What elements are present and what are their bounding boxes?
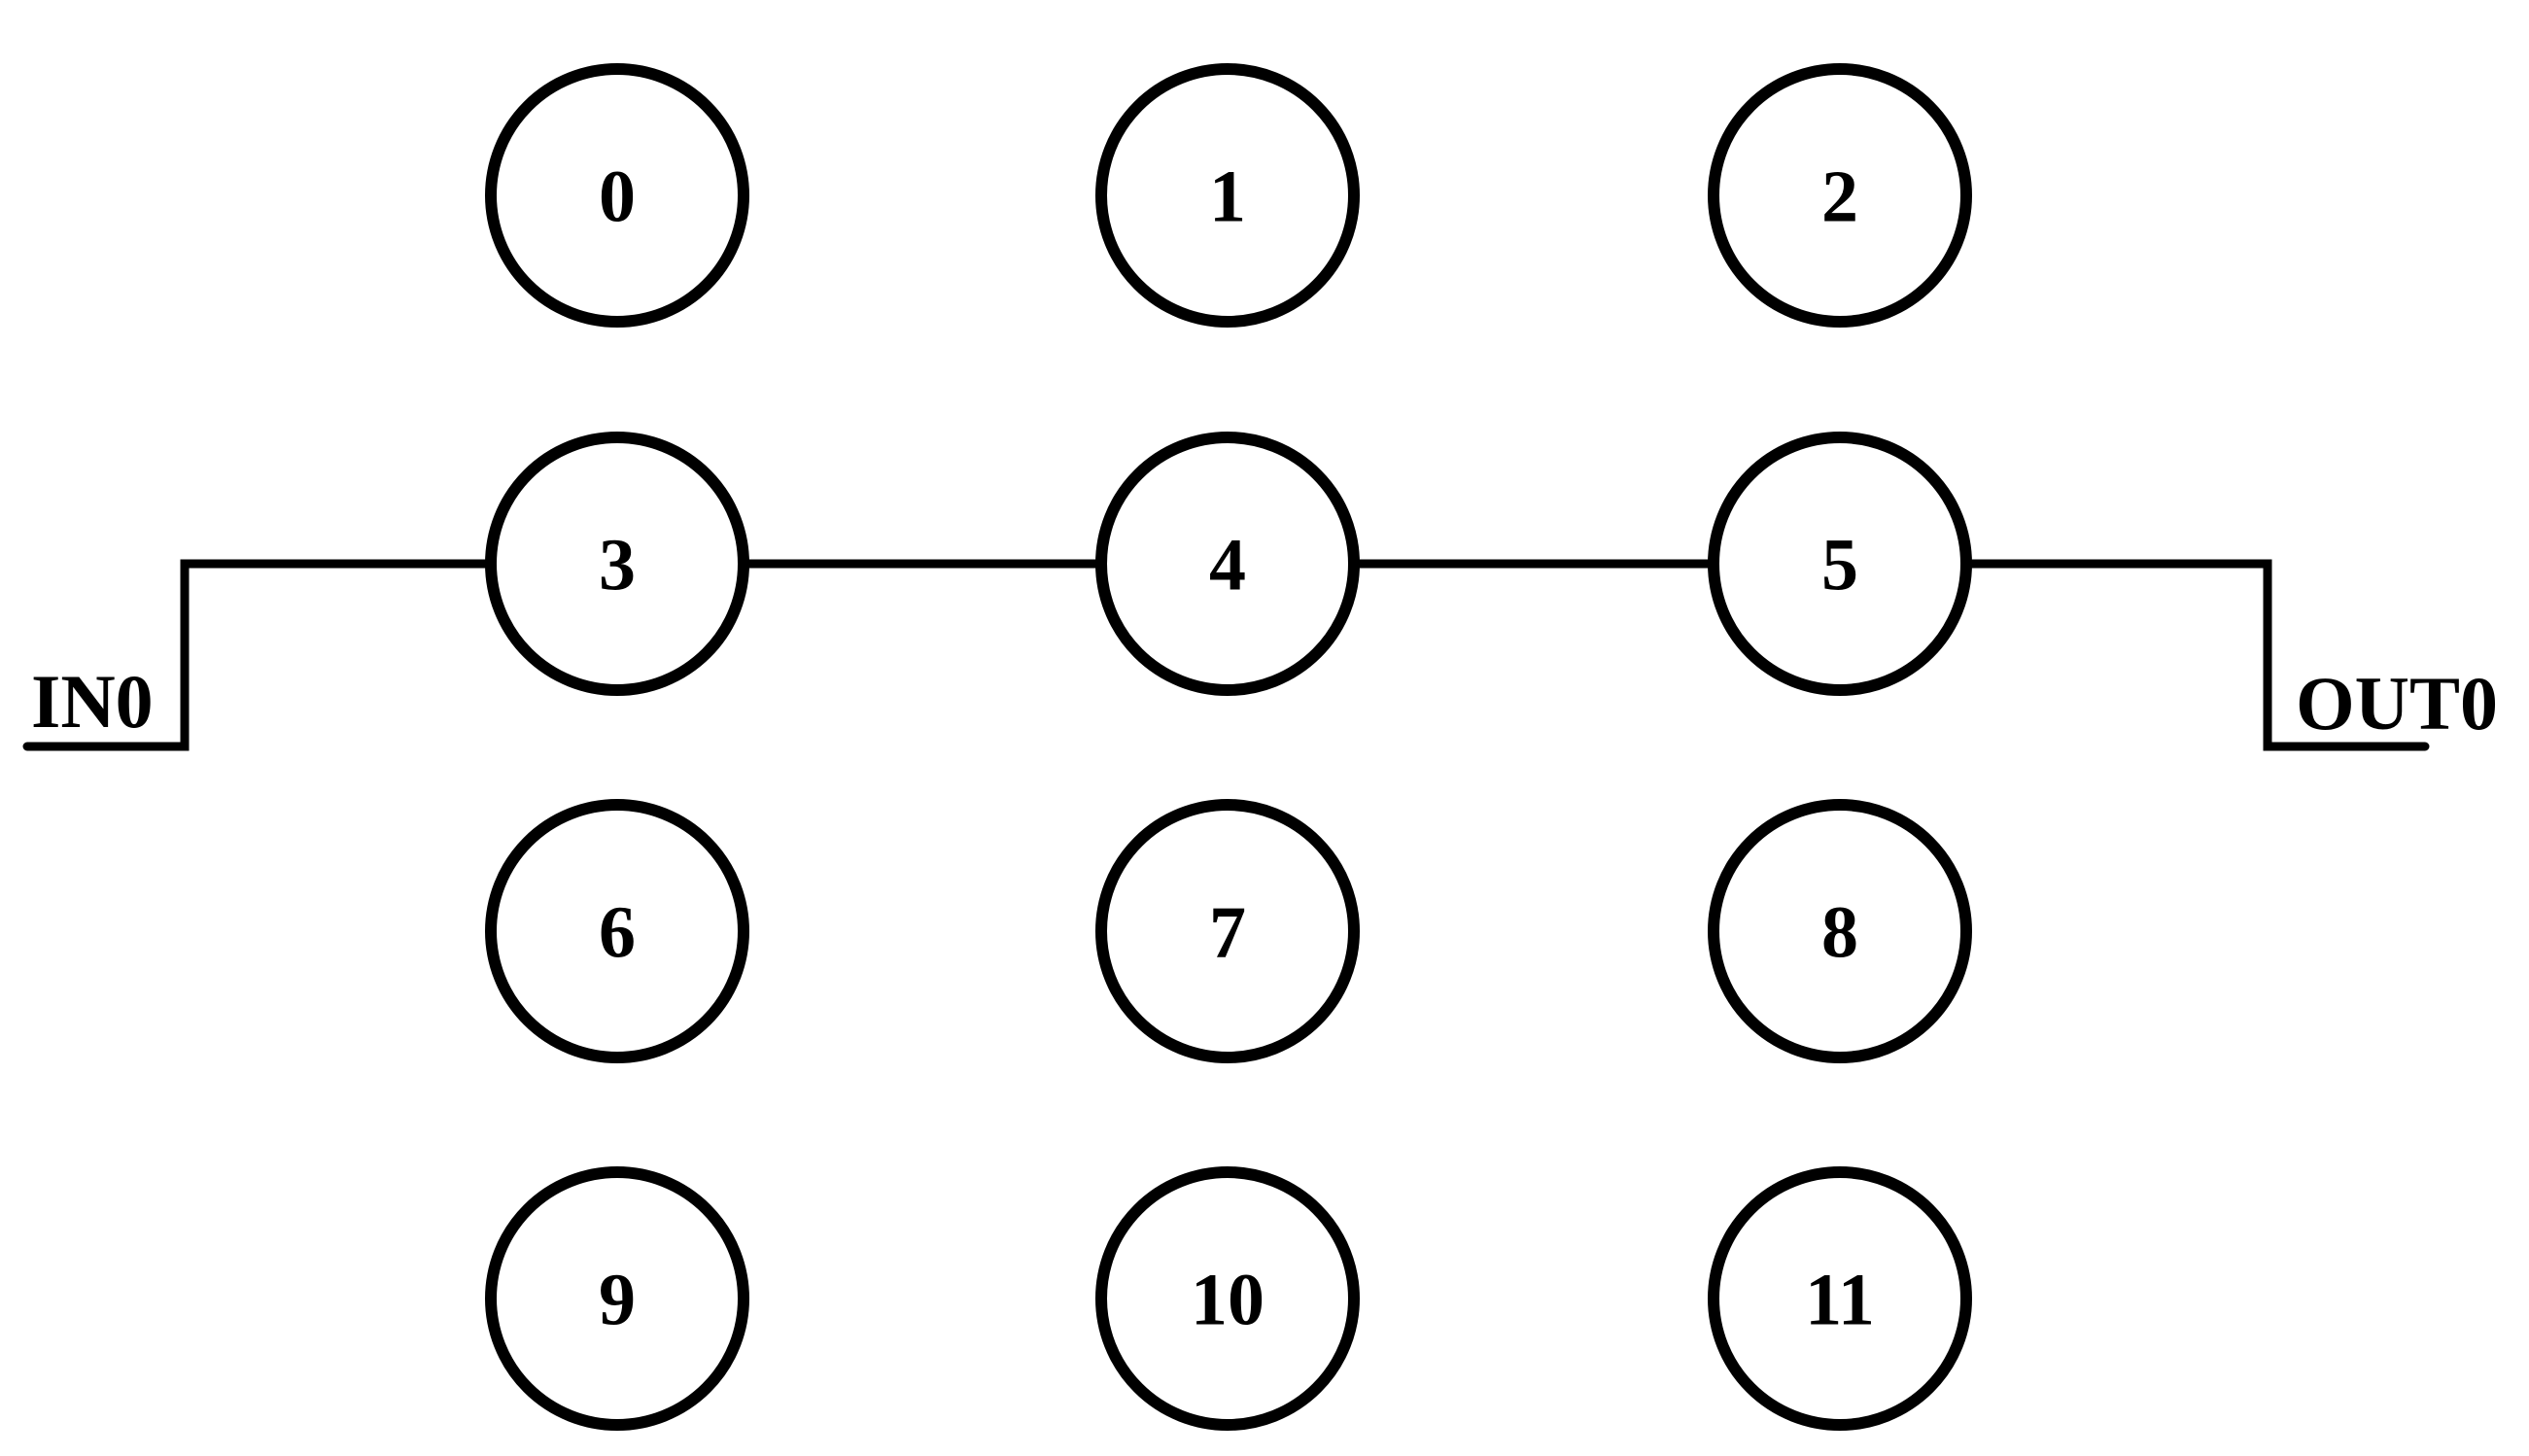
node-1-circle <box>1095 63 1360 328</box>
node-6: 6 <box>485 799 749 1063</box>
node-7-circle <box>1095 799 1360 1063</box>
node-2: 2 <box>1708 63 1972 328</box>
node-1: 1 <box>1095 63 1360 328</box>
node-1-label: 1 <box>1209 156 1246 238</box>
node-11-circle <box>1708 1166 1972 1431</box>
node-8: 8 <box>1708 799 1972 1063</box>
input-port-label: IN0 <box>31 659 154 744</box>
node-0-circle <box>485 63 749 328</box>
node-5-circle <box>1708 432 1972 696</box>
wire-IN0-3 <box>22 559 496 751</box>
node-4-circle <box>1095 432 1360 696</box>
node-3: 3 <box>485 432 749 696</box>
node-6-label: 6 <box>599 892 636 974</box>
node-4-label: 4 <box>1209 525 1246 607</box>
node-0-label: 0 <box>599 156 636 238</box>
node-7-label: 7 <box>1209 892 1246 974</box>
node-3-circle <box>485 432 749 696</box>
node-11-label: 11 <box>1805 1260 1875 1341</box>
node-5: 5 <box>1708 432 1972 696</box>
node-10: 10 <box>1095 1166 1360 1431</box>
node-2-label: 2 <box>1821 156 1858 238</box>
output-port-label: OUT0 <box>2296 661 2498 745</box>
node-2-circle <box>1708 63 1972 328</box>
node-9: 9 <box>485 1166 749 1431</box>
node-9-label: 9 <box>599 1260 636 1341</box>
nodes-layer: 0 1 2 3 4 5 6 7 8 9 10 11 <box>485 63 1972 1431</box>
node-0: 0 <box>485 63 749 328</box>
node-8-circle <box>1708 799 1972 1063</box>
node-11: 11 <box>1708 1166 1972 1431</box>
node-3-label: 3 <box>599 525 636 607</box>
wires-layer <box>22 559 2430 751</box>
node-4: 4 <box>1095 432 1360 696</box>
wire-5-OUT0 <box>1961 559 2430 751</box>
node-6-circle <box>485 799 749 1063</box>
node-8-label: 8 <box>1821 892 1858 974</box>
node-10-label: 10 <box>1191 1260 1264 1341</box>
node-9-circle <box>485 1166 749 1431</box>
node-7: 7 <box>1095 799 1360 1063</box>
node-5-label: 5 <box>1821 525 1858 607</box>
node-10-circle <box>1095 1166 1360 1431</box>
